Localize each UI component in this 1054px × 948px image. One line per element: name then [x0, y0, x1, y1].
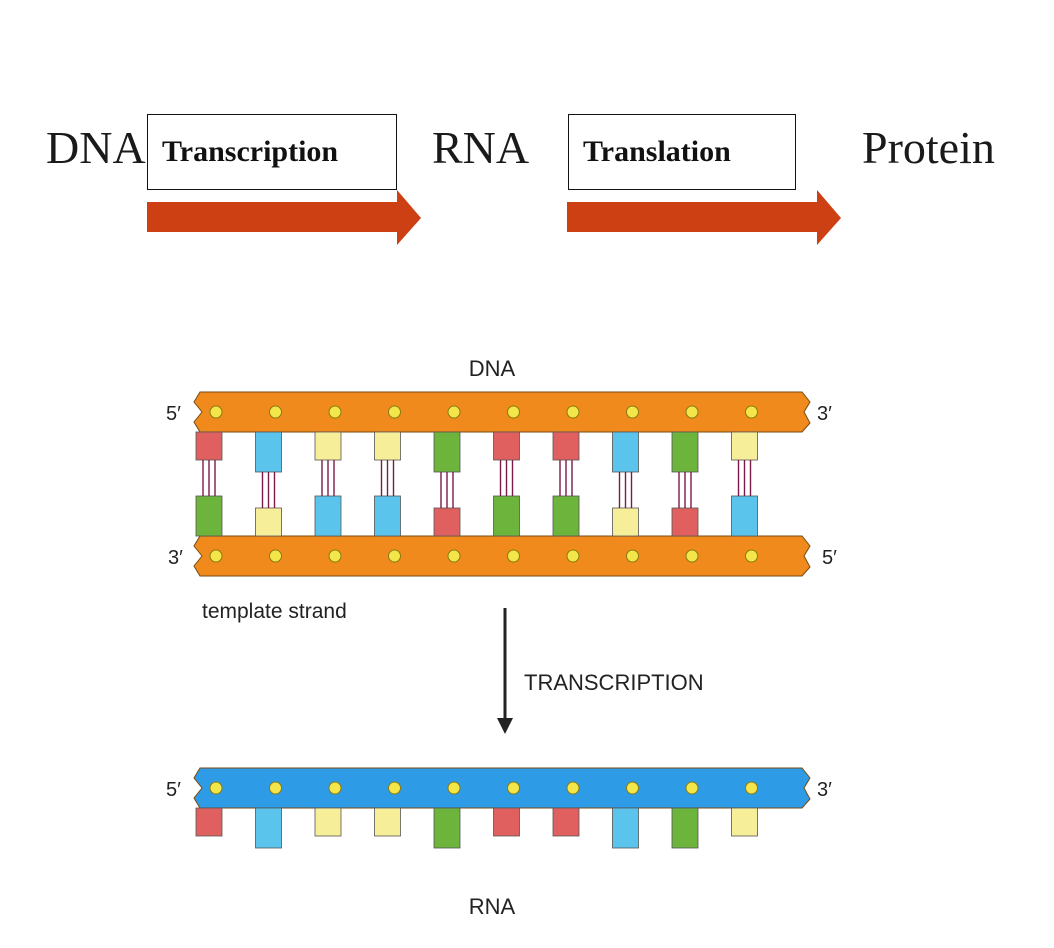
dna-bottom-nucleotide-6 [566, 549, 580, 563]
dna-top-nucleotide-0 [209, 405, 223, 419]
dna-bottom-nucleotide-7 [626, 549, 639, 563]
dna-word: DNA [46, 122, 146, 173]
dna-bottom-backbone [193, 535, 811, 577]
rna-base-8 [671, 807, 699, 849]
rna-5-prime-label: 5′ [166, 779, 181, 801]
dna-top-nucleotide-2 [328, 405, 342, 419]
transcription-label: TRANSCRIPTION [524, 670, 704, 695]
dna-top-nucleotide-6 [566, 405, 580, 419]
transcription-label: Transcription [162, 135, 339, 168]
top-base-1 [255, 431, 282, 473]
top-base-4 [433, 431, 461, 473]
bottom-base-1 [255, 507, 282, 537]
dna-bottom-nucleotide-9 [745, 549, 758, 563]
top-base-5 [493, 431, 520, 461]
top-base-9 [731, 431, 758, 461]
rna-nucleotide-9 [745, 781, 758, 795]
translation-label-box: Translation [568, 114, 796, 190]
rna-backbone [193, 767, 811, 809]
top-3-prime-label: 3′ [817, 403, 832, 425]
rna-3-prime-label: 3′ [817, 779, 832, 801]
dna-bottom-nucleotide-3 [388, 549, 401, 563]
dna-top-backbone [193, 391, 811, 433]
transcription-arrow [147, 190, 421, 245]
rna-nucleotide-1 [269, 781, 282, 795]
transcription-label-box: Transcription [147, 114, 397, 190]
dna-bottom-nucleotide-1 [269, 549, 282, 563]
rna-base-3 [374, 807, 401, 837]
dna-top-nucleotide-9 [745, 405, 758, 419]
rna-word: RNA [432, 122, 530, 173]
dna-bottom-nucleotide-4 [447, 549, 461, 563]
top-base-8 [671, 431, 699, 473]
bottom-base-9 [731, 495, 758, 537]
dna-bottom-nucleotide-2 [328, 549, 342, 563]
rna-nucleotide-2 [328, 781, 342, 795]
rna-strand-title: RNA [469, 894, 516, 919]
rna-nucleotide-7 [626, 781, 639, 795]
rna-nucleotide-8 [685, 781, 699, 795]
bottom-base-7 [612, 507, 639, 537]
bottom-base-5 [493, 495, 520, 537]
dna-top-nucleotide-7 [626, 405, 639, 419]
top-base-0 [195, 431, 223, 461]
bottom-base-4 [433, 507, 461, 537]
translation-label: Translation [583, 135, 731, 168]
rna-base-7 [612, 807, 639, 849]
rna-base-6 [552, 807, 580, 837]
bottom-base-3 [374, 495, 401, 537]
rna-base-2 [314, 807, 342, 837]
bottom-base-2 [314, 495, 342, 537]
bottom-3-prime-label: 3′ [168, 547, 183, 569]
dna-bottom-nucleotide-8 [685, 549, 699, 563]
top-5-prime-label: 5′ [166, 403, 181, 425]
dna-top-nucleotide-8 [685, 405, 699, 419]
bottom-base-8 [671, 507, 699, 537]
dna-top-nucleotide-1 [269, 405, 282, 419]
rna-base-1 [255, 807, 282, 849]
top-base-3 [374, 431, 401, 461]
dna-strand-title: DNA [469, 356, 516, 381]
rna-nucleotide-3 [388, 781, 401, 795]
rna-base-5 [493, 807, 520, 837]
rna-base-4 [433, 807, 461, 849]
bottom-5-prime-label: 5′ [822, 547, 837, 569]
template-strand-label: template strand [202, 600, 347, 623]
translation-arrow [567, 190, 841, 245]
rna-base-0 [195, 807, 223, 837]
dna-top-nucleotide-4 [447, 405, 461, 419]
top-base-2 [314, 431, 342, 461]
dna-top-nucleotide-3 [388, 405, 401, 419]
rna-nucleotide-5 [507, 781, 520, 795]
rna-nucleotide-6 [566, 781, 580, 795]
transcription-arrow-head [497, 718, 513, 734]
bottom-base-0 [195, 495, 223, 537]
rna-nucleotide-0 [209, 781, 223, 795]
rna-base-9 [731, 807, 758, 837]
bottom-base-6 [552, 495, 580, 537]
dna-bottom-nucleotide-5 [507, 549, 520, 563]
top-base-6 [552, 431, 580, 461]
top-base-7 [612, 431, 639, 473]
dna-bottom-nucleotide-0 [209, 549, 223, 563]
dna-top-nucleotide-5 [507, 405, 520, 419]
rna-nucleotide-4 [447, 781, 461, 795]
protein-word: Protein [862, 122, 995, 173]
